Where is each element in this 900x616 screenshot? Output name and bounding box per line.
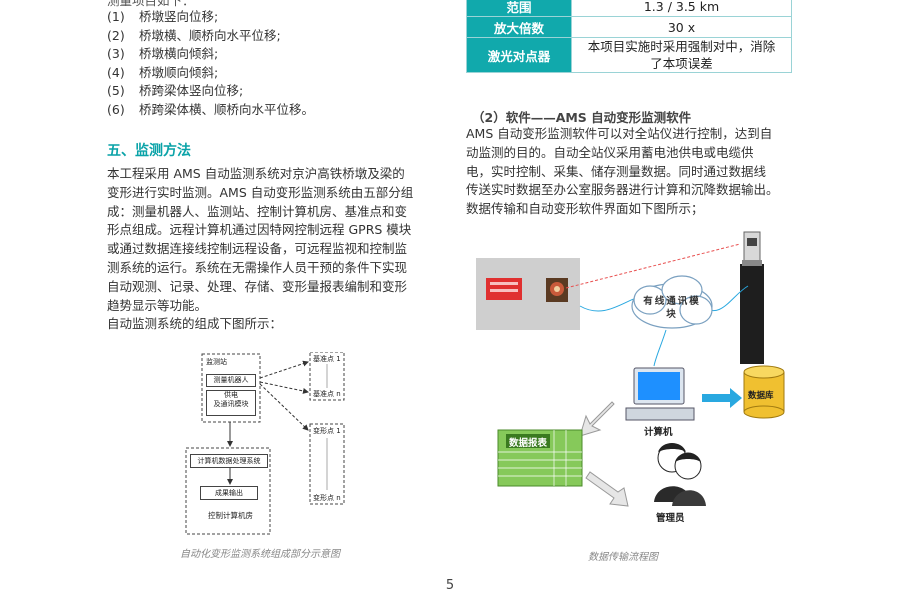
- paragraph-line: 自动观测、记录、处理、存储、变形量报表编制和变形: [107, 278, 408, 294]
- list-item-text: 桥墩横、顺桥向水平位移;: [139, 27, 281, 43]
- paragraph-line: 本工程采用 AMS 自动监测系统对京沪高铁桥墩及梁的: [107, 166, 405, 181]
- paragraph-line: 传送实时数据至办公室服务器进行计算和沉降数据输出。: [466, 182, 779, 198]
- robot-box: 测量机器人: [206, 374, 256, 387]
- def-point-1: 变形点 1: [313, 427, 341, 435]
- paragraph-line: 趋势显示等功能。: [107, 297, 208, 313]
- computer-label: 计算机: [644, 427, 673, 438]
- control-room-label: 控制计算机房: [208, 511, 253, 520]
- list-item: (6) 桥跨梁体横、顺桥向水平位移。: [107, 101, 314, 119]
- output-box: 成果输出: [200, 486, 258, 500]
- paragraph-line: 动监测的目的。自动全站仪采用蓄电池供电或电缆供: [466, 144, 754, 160]
- database-label: 数据库: [748, 391, 774, 401]
- spec-table: 范围 1.3 / 3.5 km 放大倍数 30 x 激光对点器 本项目实施时采用…: [466, 0, 792, 73]
- list-item-number: (6): [107, 101, 125, 117]
- list-item: (4) 桥墩顺向倾斜;: [107, 64, 218, 82]
- paragraph-line: 形点组成。远程计算机通过因特网控制远程 GPRS 模块: [107, 222, 412, 238]
- paragraph-line: 自动监测系统的组成下图所示：: [107, 316, 283, 332]
- list-item-text: 桥墩顺向倾斜;: [139, 64, 219, 80]
- page-number: 5: [445, 578, 455, 593]
- table-value-cell: 30 x: [571, 16, 792, 38]
- data-flow-figure: 有线通讯模块 计算机 数据库 数据报表 管理员: [476, 226, 796, 526]
- cloud-label: 有线通讯模块: [643, 296, 701, 320]
- list-item-text: 桥墩横向倾斜;: [139, 46, 219, 61]
- right-figure-caption: 数据传输流程图: [588, 552, 658, 563]
- list-item: (3) 桥墩横向倾斜;: [107, 45, 218, 63]
- list-item-text: 桥跨梁体横、顺桥向水平位移。: [139, 101, 315, 117]
- report-label: 数据报表: [509, 438, 548, 449]
- software-subheading: （2）软件——AMS 自动变形监测软件: [472, 110, 692, 125]
- left-figure-caption: 自动化变形监测系统组成部分示意图: [180, 549, 340, 560]
- paragraph-line: 测系统的运行。系统在无需操作人员干预的条件下实现: [107, 260, 408, 275]
- table-value-cell: 本项目实施时采用强制对中，消除了本项误差: [571, 37, 792, 73]
- station-label: 监测站: [206, 358, 227, 366]
- ref-point-1: 基准点 1: [313, 355, 341, 363]
- list-item: (2) 桥墩横、顺桥向水平位移;: [107, 27, 281, 45]
- ref-point-n: 基准点 n: [313, 390, 341, 398]
- paragraph-line: 电，实时控制、采集、储存测量数据。同时通过数据线: [466, 163, 767, 179]
- processing-box: 计算机数据处理系统: [190, 454, 268, 468]
- table-header-cell: 激光对点器: [466, 37, 572, 73]
- paragraph-line: 或通过数据连接线控制远程设备，可远程监视和控制监: [107, 241, 408, 257]
- system-composition-diagram: 监测站 测量机器人 供电 及通讯模块 基准点 1 基准点 n 变形点 1 变形点…: [180, 352, 380, 542]
- admin-label: 管理员: [656, 513, 685, 524]
- table-row: 放大倍数 30 x: [466, 16, 792, 38]
- list-header-fragment: 测量项目如下：: [107, 0, 195, 8]
- diagram-connectors: [185, 352, 345, 535]
- table-header-cell: 放大倍数: [466, 16, 572, 38]
- def-point-n: 变形点 n: [313, 494, 341, 502]
- list-item-number: (5): [107, 83, 125, 98]
- list-item-number: (4): [107, 64, 125, 80]
- paragraph-line: 数据传输和自动变形软件界面如下图所示；: [466, 201, 704, 217]
- list-item-number: (3): [107, 46, 125, 61]
- list-item-text: 桥跨梁体竖向位移;: [139, 83, 244, 98]
- list-item-number: (2): [107, 27, 125, 43]
- list-item: (1) 桥墩竖向位移;: [107, 8, 218, 26]
- table-row: 激光对点器 本项目实施时采用强制对中，消除了本项误差: [466, 37, 792, 73]
- list-item: (5) 桥跨梁体竖向位移;: [107, 82, 243, 100]
- data-flow-graphics: [476, 231, 785, 507]
- table-row: 范围 1.3 / 3.5 km: [466, 0, 792, 17]
- table-value-cell: 1.3 / 3.5 km: [571, 0, 792, 17]
- table-header-cell: 范围: [466, 0, 572, 17]
- power-comm-box: 供电 及通讯模块: [206, 390, 256, 416]
- list-item-text: 桥墩竖向位移;: [139, 9, 219, 24]
- list-item-number: (1): [107, 9, 125, 24]
- paragraph-line: 变形进行实时监测。AMS 自动变形监测系统由五部分组: [107, 184, 414, 200]
- paragraph-line: 成：测量机器人、监测站、控制计算机房、基准点和变: [107, 203, 408, 219]
- paragraph-line: AMS 自动变形监测软件可以对全站仪进行控制，达到自: [466, 126, 773, 141]
- section-title: 五、监测方法: [107, 143, 191, 159]
